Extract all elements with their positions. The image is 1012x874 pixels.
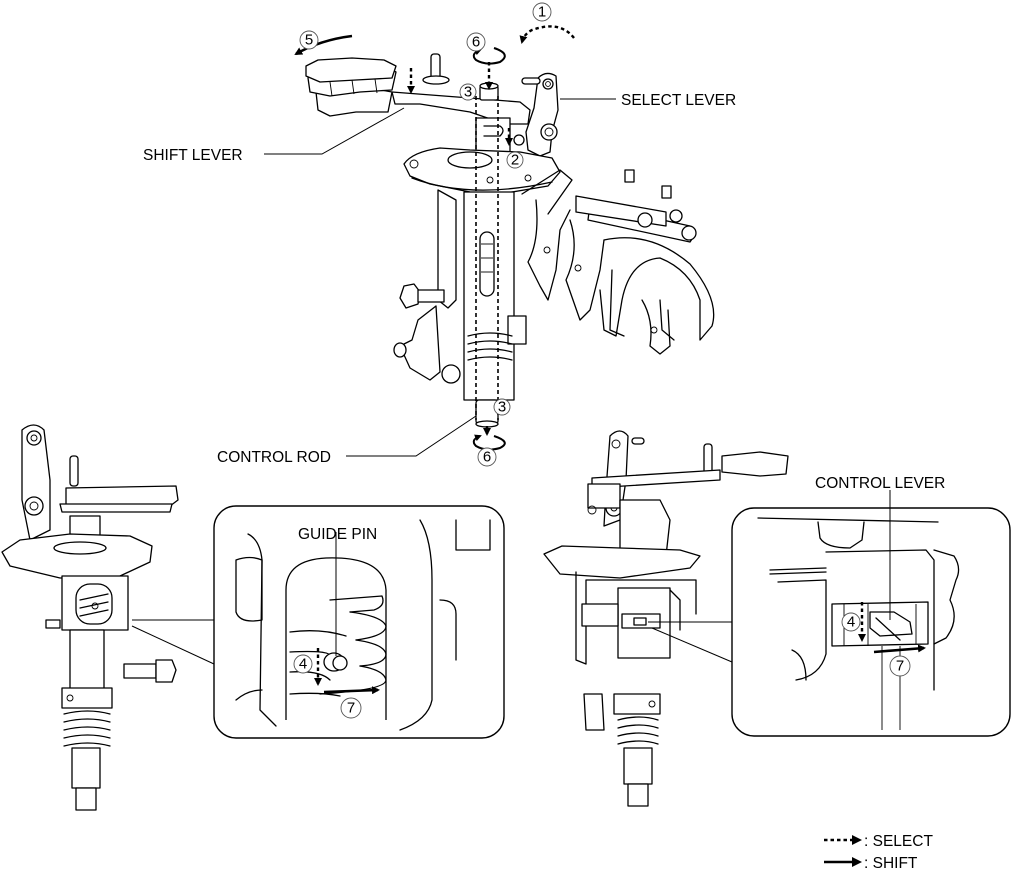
callout-3-bottom: 3 [493, 399, 511, 416]
svg-text:4: 4 [299, 656, 307, 673]
callout-5: 5 [299, 30, 319, 50]
callout-7-right: 7 [889, 655, 911, 677]
svg-text:4: 4 [847, 614, 855, 631]
right-assembly-drawing [543, 430, 789, 807]
svg-text:7: 7 [347, 700, 355, 717]
callout-4-left: 4 [293, 654, 313, 674]
callout-6-top: 6 [466, 32, 486, 52]
label-control-lever: CONTROL LEVER [815, 475, 945, 492]
left-inset-leader-lower [131, 625, 215, 665]
main-housing [437, 189, 457, 309]
callout-6-bottom: 6 [477, 447, 497, 467]
shift-lever-paddle [305, 57, 397, 117]
control-lever-inset [731, 507, 1011, 737]
shift-rails [575, 169, 697, 243]
label-control-rod: CONTROL ROD [217, 449, 331, 466]
svg-text:5: 5 [305, 32, 313, 49]
callout-7-left: 7 [340, 697, 362, 719]
control-rod-leader [346, 415, 477, 457]
rotate-arrow-6-top [472, 47, 506, 65]
svg-text:3: 3 [498, 399, 506, 416]
legend: : SELECT : SHIFT [824, 833, 933, 872]
shift-forks [521, 169, 715, 355]
legend-item-shift: : SHIFT [824, 855, 918, 872]
svg-text:7: 7 [896, 658, 904, 675]
label-shift-lever: SHIFT LEVER [143, 147, 243, 164]
svg-text:6: 6 [483, 449, 491, 466]
svg-text:2: 2 [511, 152, 519, 169]
control-rod-spring [467, 332, 513, 361]
right-inset-leader-lower [651, 627, 733, 663]
callout-3-top: 3 [459, 84, 477, 101]
svg-text:3: 3 [464, 84, 472, 101]
callout-4-right: 4 [841, 612, 861, 632]
label-guide-pin: GUIDE PIN [298, 526, 377, 543]
main-assembly-drawing [294, 25, 715, 451]
callout-1: 1 [532, 2, 552, 22]
svg-text:1: 1 [538, 4, 546, 21]
legend-item-select: : SELECT [824, 833, 933, 850]
left-assembly-drawing [1, 424, 179, 811]
legend-label-shift: : SHIFT [864, 855, 918, 872]
shift-arrow-5 [294, 34, 353, 56]
svg-text:6: 6 [472, 34, 480, 51]
callout-2: 2 [506, 152, 524, 169]
shift-lever-leader [264, 107, 405, 155]
label-select-lever: SELECT LEVER [621, 92, 736, 109]
shift-arrow-7-left [323, 686, 380, 695]
legend-label-select: : SELECT [864, 833, 933, 850]
select-arrow-1 [519, 25, 575, 44]
shift-arrow-7-right [873, 644, 926, 654]
